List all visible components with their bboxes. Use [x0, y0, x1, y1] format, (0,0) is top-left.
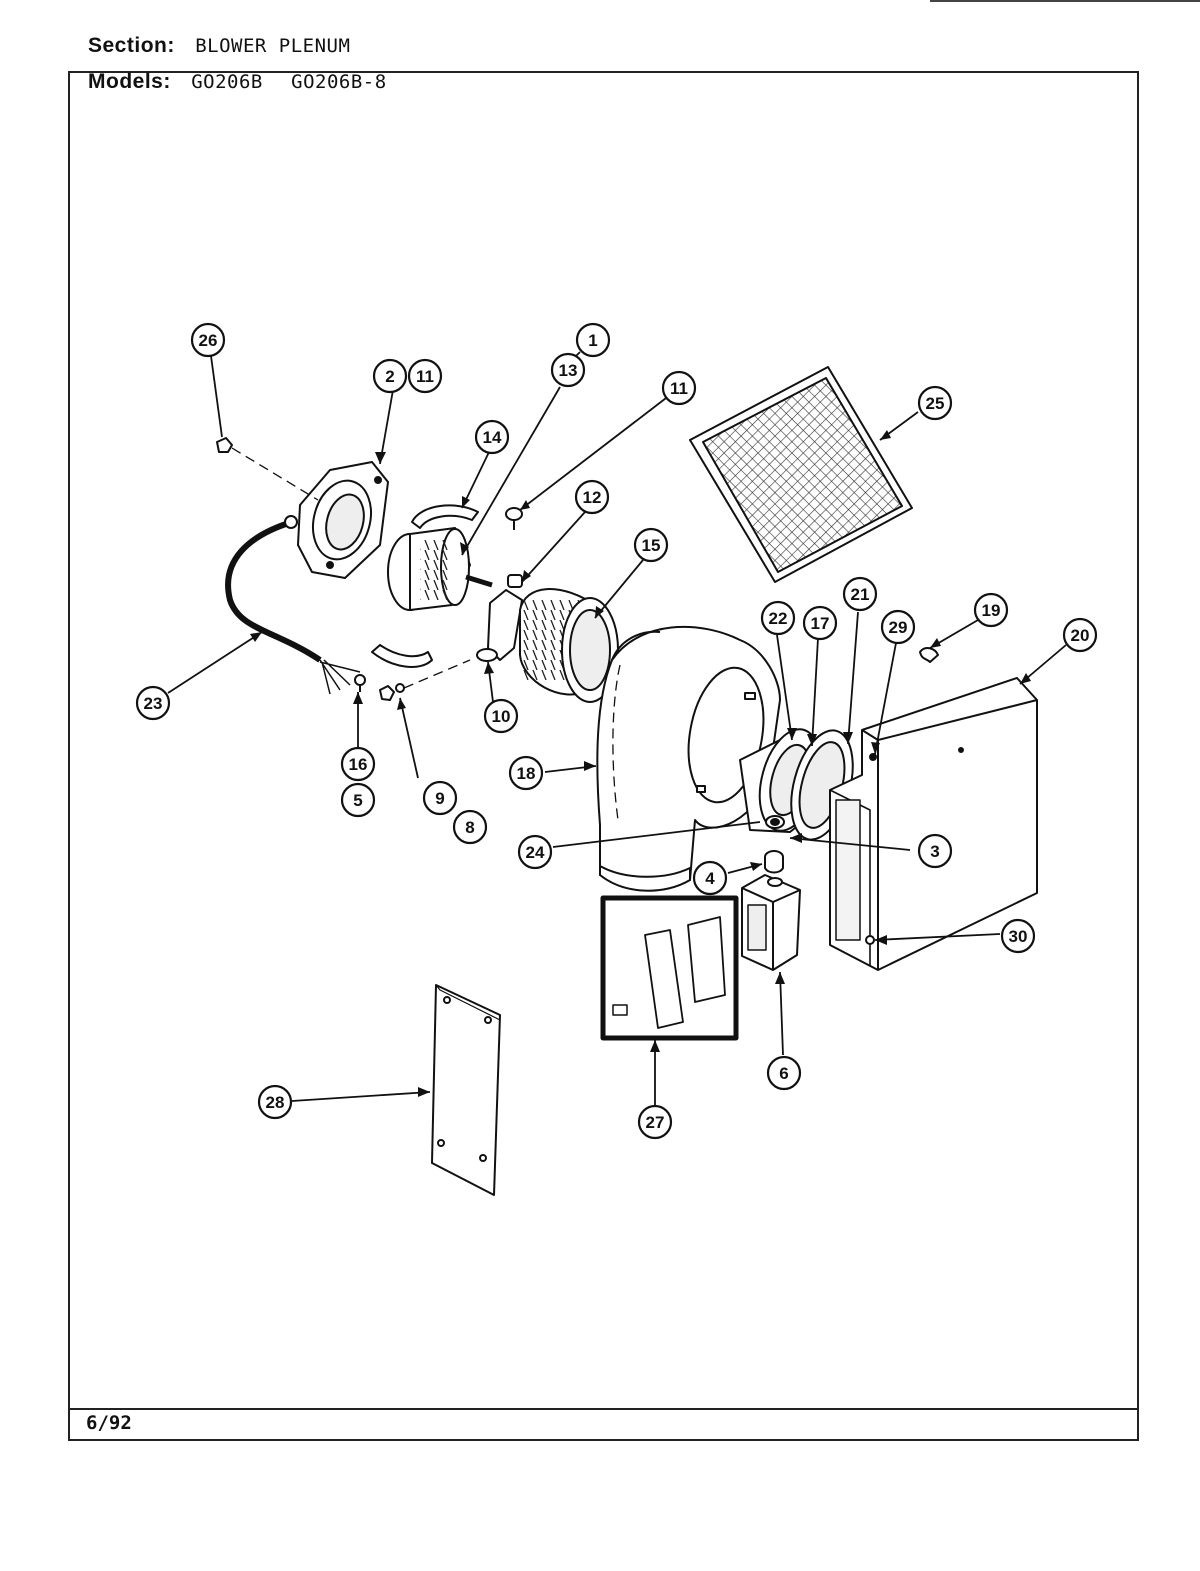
callout-6: 6	[766, 1055, 802, 1091]
svg-text:25: 25	[926, 394, 945, 413]
section-value: BLOWER PLENUM	[195, 35, 351, 57]
callout-26: 26	[190, 322, 226, 358]
callout-4: 4	[692, 860, 728, 896]
svg-text:20: 20	[1071, 626, 1090, 645]
top-edge-line	[930, 0, 1200, 2]
callout-15: 15	[633, 527, 669, 563]
model-1: GO206B	[191, 71, 263, 93]
callout-30: 30	[1000, 918, 1036, 954]
callout-19: 19	[973, 592, 1009, 628]
footer-date: 6/92	[86, 1412, 132, 1434]
model-2: GO206B-8	[291, 71, 387, 93]
svg-text:27: 27	[646, 1113, 665, 1132]
svg-text:16: 16	[349, 755, 368, 774]
part-screw-16	[354, 674, 366, 692]
callout-18: 18	[508, 755, 544, 791]
part-filter-25	[689, 366, 913, 583]
callout-27: 27	[637, 1104, 673, 1140]
part-motor-mount-2	[297, 461, 389, 579]
diagram-frame	[68, 71, 1139, 1441]
part-blower-motor-13	[387, 527, 493, 611]
svg-text:4: 4	[705, 869, 715, 888]
svg-text:22: 22	[769, 609, 788, 628]
svg-text:26: 26	[199, 331, 218, 350]
callout-14: 14	[474, 419, 510, 455]
callout-1: 1	[575, 322, 611, 358]
callout-20: 20	[1062, 617, 1098, 653]
assembly-lines	[231, 447, 471, 689]
svg-text:11: 11	[416, 367, 434, 386]
callout-3: 3	[917, 833, 953, 869]
callout-10: 10	[483, 698, 519, 734]
part-nut-9	[379, 683, 405, 701]
svg-text:10: 10	[492, 707, 511, 726]
callout-11-b: 11	[661, 370, 697, 406]
part-plenum-20	[829, 677, 1038, 971]
svg-text:1: 1	[588, 331, 597, 350]
leader-lines	[167, 351, 1067, 1105]
callout-25: 25	[917, 385, 953, 421]
models-header: Models: GO206B GO206B-8	[88, 70, 387, 94]
part-screw-11	[505, 507, 523, 530]
part-motor-clamp-12	[476, 574, 523, 662]
section-header: Section: BLOWER PLENUM	[88, 34, 350, 58]
svg-text:8: 8	[465, 818, 474, 837]
svg-text:15: 15	[642, 536, 661, 555]
callout-23: 23	[135, 685, 171, 721]
callout-28: 28	[257, 1084, 293, 1120]
callout-16: 16	[340, 746, 376, 782]
svg-text:19: 19	[982, 601, 1001, 620]
part-clip-19	[919, 647, 939, 663]
part-blower-wheel-15	[519, 588, 619, 703]
callout-13: 13	[550, 352, 586, 388]
callout-9: 9	[422, 780, 458, 816]
svg-text:28: 28	[266, 1093, 285, 1112]
callout-5: 5	[340, 782, 376, 818]
part-kit-27	[600, 895, 739, 1041]
callout-22: 22	[760, 600, 796, 636]
svg-text:13: 13	[559, 361, 578, 380]
callout-21: 21	[842, 576, 878, 612]
svg-text:2: 2	[385, 367, 394, 386]
footer-divider	[68, 1408, 1139, 1410]
svg-text:29: 29	[889, 618, 908, 637]
callout-12: 12	[574, 479, 610, 515]
svg-text:6: 6	[779, 1064, 788, 1083]
svg-text:11: 11	[670, 379, 688, 398]
svg-text:5: 5	[353, 791, 362, 810]
section-label: Section:	[88, 34, 175, 57]
svg-text:18: 18	[517, 764, 536, 783]
callout-8: 8	[452, 809, 488, 845]
part-grommet-24	[765, 815, 785, 829]
callout-2: 2	[372, 358, 408, 394]
part-motor-clip-14	[371, 504, 479, 668]
part-panel-28	[431, 984, 501, 1196]
svg-text:3: 3	[930, 842, 939, 861]
callout-11-a: 11	[407, 358, 443, 394]
part-bushing-4	[764, 850, 784, 874]
callout-29: 29	[880, 609, 916, 645]
svg-text:12: 12	[583, 488, 602, 507]
svg-text:14: 14	[483, 428, 502, 447]
part-nut-26	[216, 437, 233, 453]
svg-text:21: 21	[851, 585, 870, 604]
svg-text:30: 30	[1009, 927, 1028, 946]
part-drip-box-6	[741, 874, 801, 971]
callout-24: 24	[517, 834, 553, 870]
models-label: Models:	[88, 70, 171, 93]
leader-arrowheads	[250, 430, 1031, 1097]
svg-text:24: 24	[526, 843, 545, 862]
svg-text:17: 17	[811, 614, 830, 633]
svg-text:9: 9	[435, 789, 444, 808]
callout-17: 17	[802, 605, 838, 641]
svg-text:23: 23	[144, 694, 163, 713]
part-power-cord-23	[225, 515, 361, 695]
